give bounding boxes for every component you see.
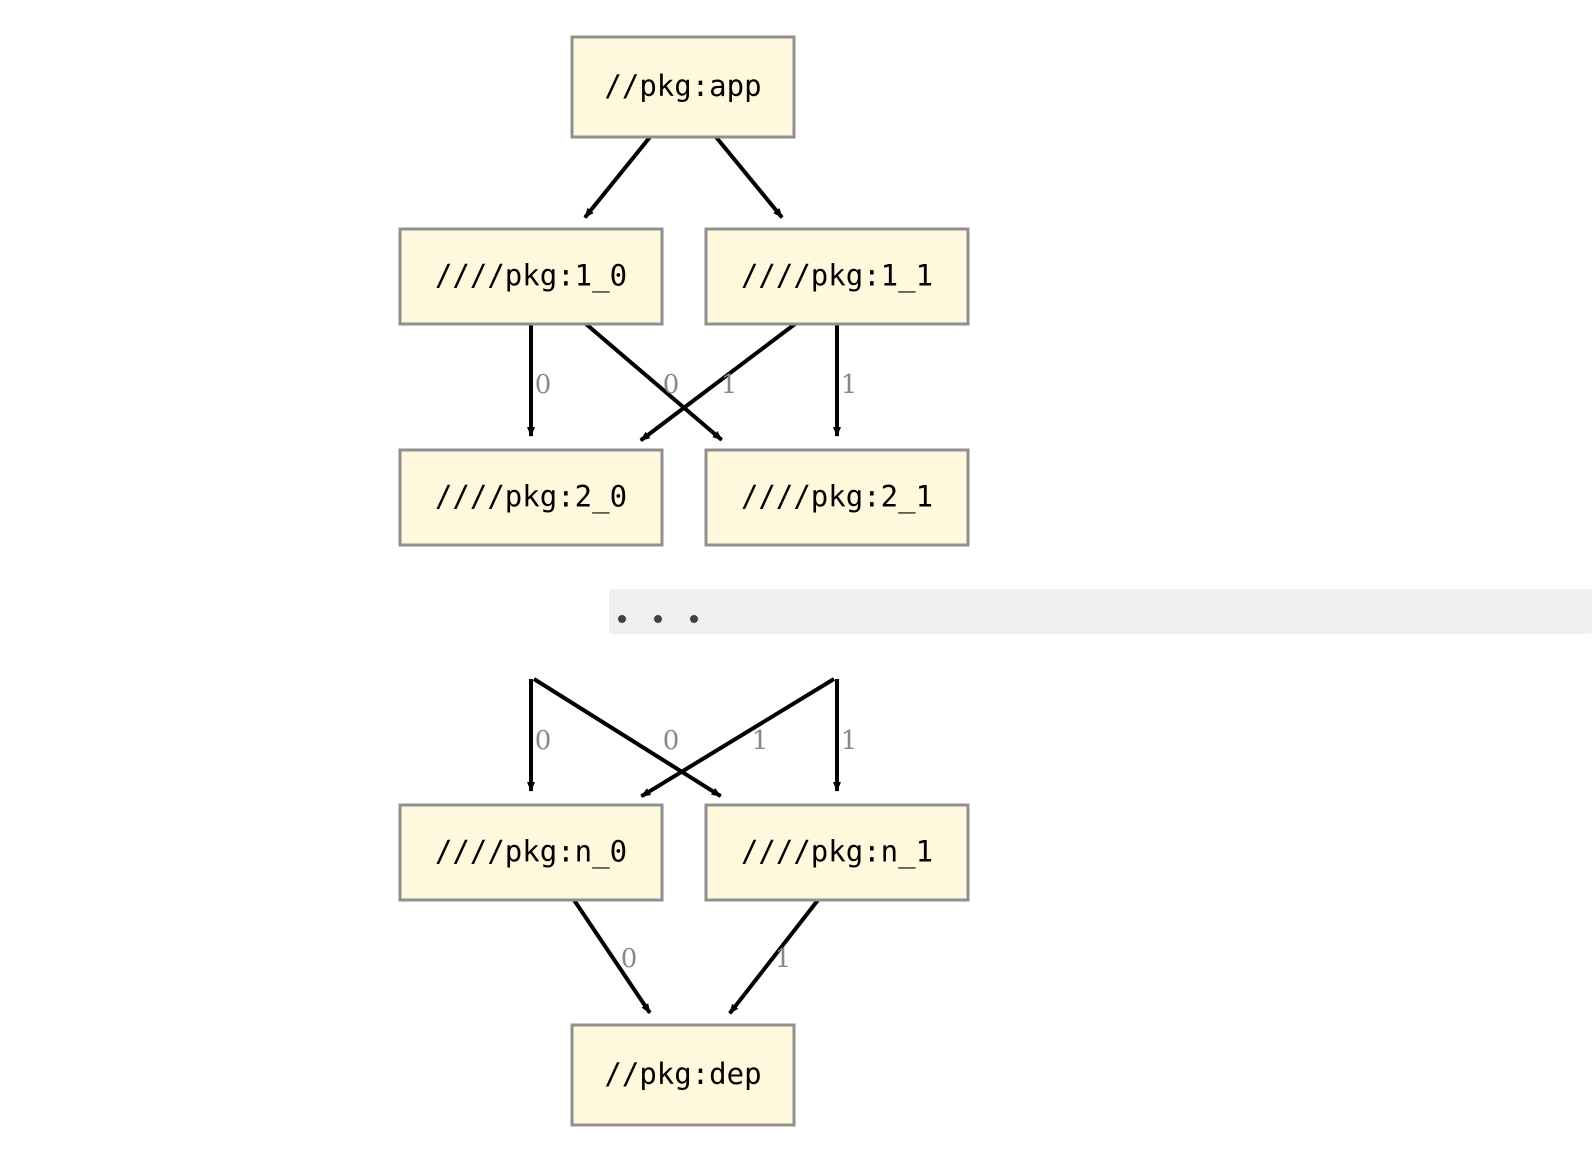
- ellipsis-dot-icon: [618, 615, 626, 623]
- graph-edge[interactable]: 0: [532, 677, 722, 798]
- graph-edge[interactable]: 1: [833, 324, 858, 437]
- edge-line: [640, 677, 836, 798]
- graph-edge[interactable]: 1: [833, 679, 858, 792]
- node-box: [398, 448, 664, 547]
- ellipsis-dot-icon: [654, 615, 662, 623]
- graph-edge[interactable]: 1: [639, 322, 797, 442]
- node-label: //pkg:app: [604, 69, 761, 103]
- edge-line: [572, 898, 652, 1014]
- node-label: ////pkg:n_1: [741, 835, 933, 870]
- graph-node-dep[interactable]: //pkg:dep: [570, 1023, 796, 1127]
- node-box: [704, 803, 970, 902]
- node-box: [570, 35, 796, 139]
- node-label: ////pkg:2_1: [741, 480, 933, 515]
- node-label: ////pkg:1_0: [435, 259, 627, 294]
- edge-label: 0: [663, 726, 680, 756]
- edge-label: 1: [775, 944, 792, 974]
- edge-label: 1: [721, 370, 738, 400]
- graph-node-1_0[interactable]: ////pkg:1_0: [398, 227, 664, 326]
- graph-edge[interactable]: 0: [527, 324, 552, 437]
- ellipsis-dot-icon: [690, 615, 698, 623]
- edge-line: [639, 322, 797, 442]
- edge-line: [532, 677, 722, 798]
- edge-line: [583, 135, 652, 219]
- graph-node-n_0[interactable]: ////pkg:n_0: [398, 803, 664, 902]
- edge-label: 1: [841, 370, 858, 400]
- graph-node-app[interactable]: //pkg:app: [570, 35, 796, 139]
- node-label: ////pkg:2_0: [435, 480, 627, 515]
- edge-line: [714, 135, 784, 219]
- ellipsis-separator: [609, 589, 1592, 634]
- edge-label: 1: [841, 726, 858, 756]
- edge-label: 0: [663, 370, 680, 400]
- node-box: [570, 1023, 796, 1127]
- graph-edge[interactable]: 1: [728, 898, 820, 1015]
- graph-edge[interactable]: 0: [527, 679, 552, 792]
- graph-edge[interactable]: [714, 135, 784, 219]
- ellipsis-band: [609, 589, 1592, 634]
- node-label: ////pkg:1_1: [741, 259, 933, 294]
- node-box: [704, 227, 970, 326]
- edge-line: [728, 898, 820, 1015]
- node-box: [398, 227, 664, 326]
- graph-edge[interactable]: 1: [640, 677, 836, 798]
- edges-layer: 0 0 1 1 0 0 1 1 0 1: [527, 135, 858, 1015]
- node-label: //pkg:dep: [604, 1057, 761, 1091]
- graph-edge[interactable]: [583, 135, 652, 219]
- edge-label: 0: [535, 726, 552, 756]
- node-label: ////pkg:n_0: [435, 835, 627, 870]
- edge-line: [584, 322, 723, 442]
- graph-edge[interactable]: 0: [572, 898, 652, 1014]
- edge-label: 0: [621, 944, 638, 974]
- edge-label: 0: [535, 370, 552, 400]
- graph-node-1_1[interactable]: ////pkg:1_1: [704, 227, 970, 326]
- graph-node-2_0[interactable]: ////pkg:2_0: [398, 448, 664, 547]
- graph-edge[interactable]: 0: [584, 322, 723, 442]
- node-box: [398, 803, 664, 902]
- edge-label: 1: [752, 726, 769, 756]
- node-box: [704, 448, 970, 547]
- graph-node-2_1[interactable]: ////pkg:2_1: [704, 448, 970, 547]
- graph-node-n_1[interactable]: ////pkg:n_1: [704, 803, 970, 902]
- nodes-layer: //pkg:app ////pkg:1_0 ////pkg:1_1 ////pkg:2…: [398, 35, 970, 1127]
